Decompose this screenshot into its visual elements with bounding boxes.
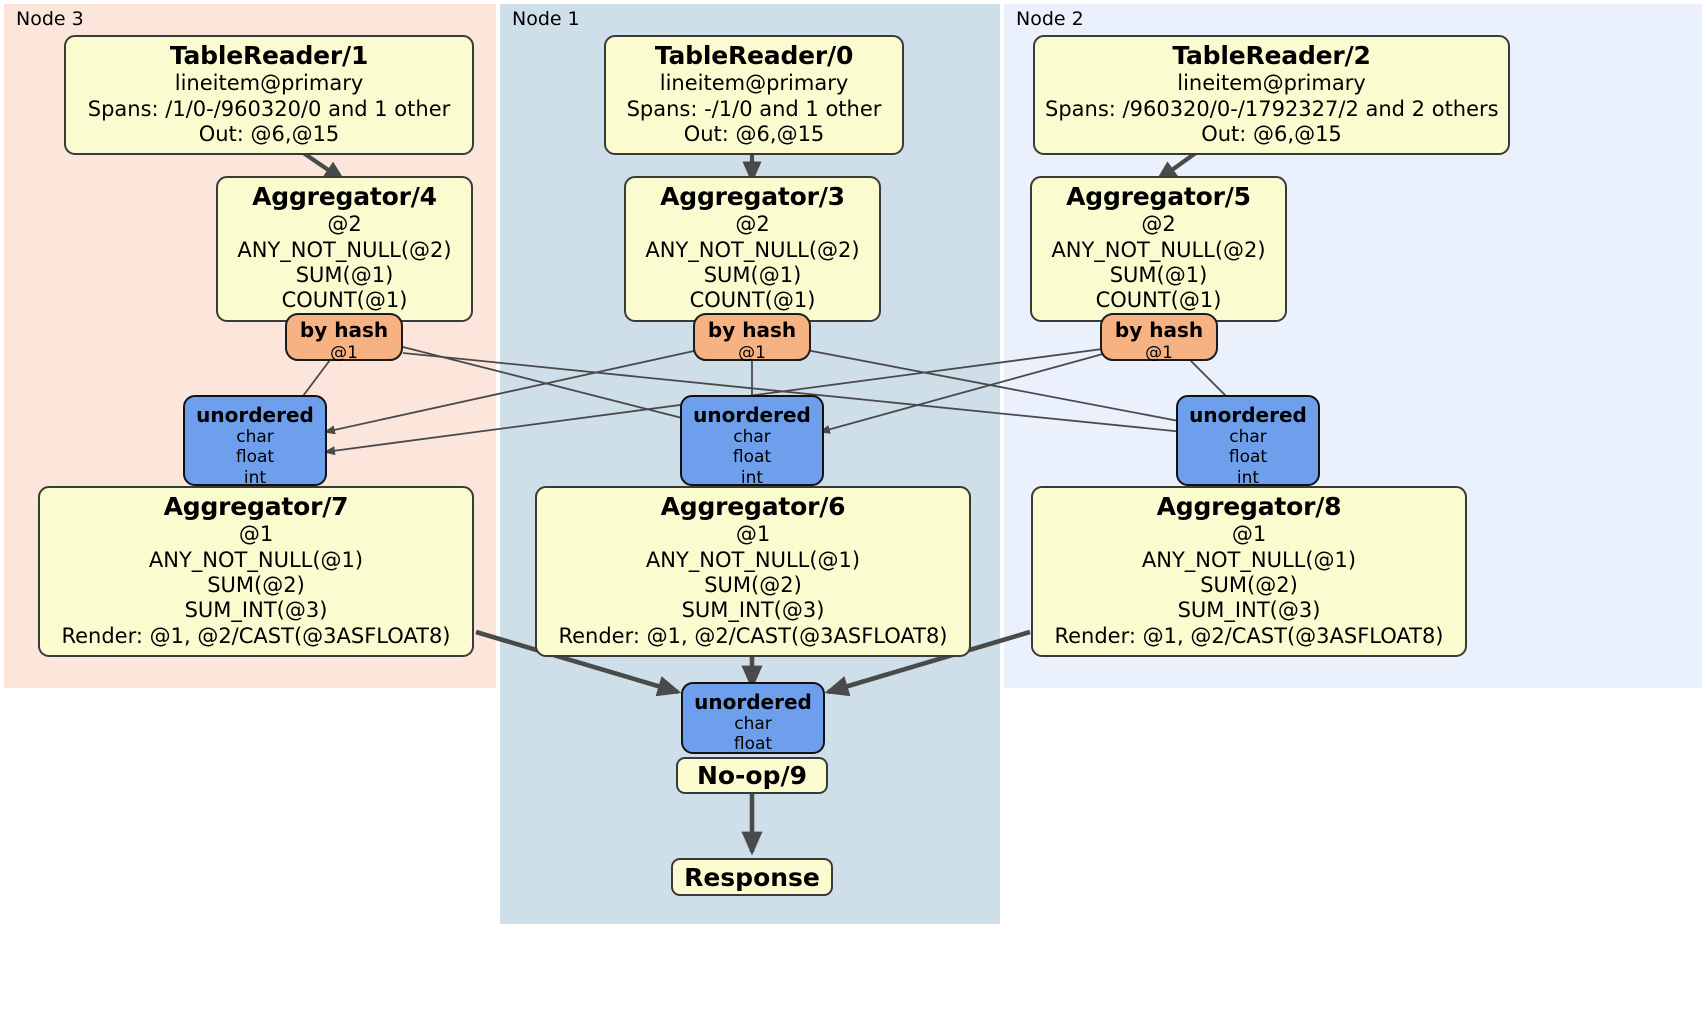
aggregator-6-line-0: @1 xyxy=(735,522,771,547)
aggregator-5-line-1: ANY_NOT_NULL(@2) xyxy=(1051,237,1266,262)
by-hash-left-line-0: @1 xyxy=(330,342,358,363)
tablereader-0-title: TableReader/0 xyxy=(654,41,854,70)
aggregator-4-line-3: COUNT(@1) xyxy=(281,288,408,313)
synchronizer-unordered-left[interactable]: unordered char float int xyxy=(183,395,327,488)
tablereader-2-line-2: Out: @6,@15 xyxy=(1201,122,1342,147)
processor-aggregator-4[interactable]: Aggregator/4 @2 ANY_NOT_NULL(@2) SUM(@1)… xyxy=(216,176,473,322)
router-by-hash-center[interactable]: by hash @1 xyxy=(693,313,811,363)
tablereader-0-line-2: Out: @6,@15 xyxy=(683,122,825,147)
processor-tablereader-0[interactable]: TableReader/0 lineitem@primary Spans: -/… xyxy=(604,35,904,156)
aggregator-4-line-2: SUM(@1) xyxy=(295,263,394,288)
unordered-right-line-0: char xyxy=(1229,427,1267,447)
processor-tablereader-2[interactable]: TableReader/2 lineitem@primary Spans: /9… xyxy=(1033,35,1510,156)
aggregator-8-line-2: SUM(@2) xyxy=(1200,573,1298,598)
aggregator-3-line-1: ANY_NOT_NULL(@2) xyxy=(645,237,860,262)
processor-aggregator-7[interactable]: Aggregator/7 @1 ANY_NOT_NULL(@1) SUM(@2)… xyxy=(38,486,474,658)
unordered-left-line-2: int xyxy=(243,467,267,488)
aggregator-8-line-3: SUM_INT(@3) xyxy=(1177,598,1321,623)
router-by-hash-left[interactable]: by hash @1 xyxy=(285,313,403,363)
aggregator-6-line-1: ANY_NOT_NULL(@1) xyxy=(645,547,861,572)
unordered-center-line-0: char xyxy=(733,427,771,447)
unordered-center-line-1: float xyxy=(732,447,772,468)
tablereader-0-line-0: lineitem@primary xyxy=(659,71,849,96)
aggregator-8-line-1: ANY_NOT_NULL(@1) xyxy=(1141,547,1357,572)
tablereader-1-line-0: lineitem@primary xyxy=(174,71,364,96)
processor-aggregator-5[interactable]: Aggregator/5 @2 ANY_NOT_NULL(@2) SUM(@1)… xyxy=(1030,176,1287,322)
response-title: Response xyxy=(684,862,820,892)
unordered-right-line-1: float xyxy=(1228,447,1268,468)
aggregator-6-line-3: SUM_INT(@3) xyxy=(681,598,825,623)
unordered-final-title: unordered xyxy=(694,690,812,714)
aggregator-3-line-0: @2 xyxy=(735,212,770,237)
tablereader-2-line-1: Spans: /960320/0-/1792327/2 and 2 others xyxy=(1045,96,1499,121)
region-label-node-2: Node 2 xyxy=(1016,8,1084,30)
processor-aggregator-6[interactable]: Aggregator/6 @1 ANY_NOT_NULL(@1) SUM(@2)… xyxy=(535,486,971,658)
processor-noop-9[interactable]: No-op/9 xyxy=(676,757,828,794)
aggregator-4-line-0: @2 xyxy=(327,212,362,237)
by-hash-center-line-0: @1 xyxy=(738,342,766,363)
aggregator-4-title: Aggregator/4 xyxy=(252,182,437,211)
by-hash-right-line-0: @1 xyxy=(1145,342,1173,363)
aggregator-6-title: Aggregator/6 xyxy=(660,492,846,521)
unordered-right-title: unordered xyxy=(1189,403,1307,427)
unordered-right-line-2: int xyxy=(1236,467,1260,488)
aggregator-4-line-1: ANY_NOT_NULL(@2) xyxy=(237,237,452,262)
aggregator-7-line-2: SUM(@2) xyxy=(207,573,305,598)
processor-response[interactable]: Response xyxy=(671,858,833,896)
region-label-node-3: Node 3 xyxy=(16,8,84,30)
processor-tablereader-1[interactable]: TableReader/1 lineitem@primary Spans: /1… xyxy=(64,35,474,156)
unordered-left-line-1: float xyxy=(235,447,275,468)
unordered-final-line-0: char xyxy=(734,714,772,734)
unordered-final-line-1: float xyxy=(733,734,773,755)
unordered-left-title: unordered xyxy=(196,403,314,427)
unordered-left-line-0: char xyxy=(236,427,274,447)
aggregator-8-line-0: @1 xyxy=(1231,522,1267,547)
unordered-center-title: unordered xyxy=(693,403,811,427)
aggregator-7-line-4: Render: @1, @2/CAST(@3ASFLOAT8) xyxy=(61,623,451,648)
aggregator-6-line-4: Render: @1, @2/CAST(@3ASFLOAT8) xyxy=(558,623,948,648)
aggregator-5-line-0: @2 xyxy=(1141,212,1176,237)
aggregator-3-line-2: SUM(@1) xyxy=(703,263,802,288)
aggregator-8-line-4: Render: @1, @2/CAST(@3ASFLOAT8) xyxy=(1054,623,1444,648)
synchronizer-unordered-right[interactable]: unordered char float int xyxy=(1176,395,1320,488)
router-by-hash-right[interactable]: by hash @1 xyxy=(1100,313,1218,363)
tablereader-1-title: TableReader/1 xyxy=(169,41,369,70)
by-hash-right-title: by hash xyxy=(1114,318,1204,342)
unordered-center-line-2: int xyxy=(740,467,764,488)
aggregator-7-title: Aggregator/7 xyxy=(163,492,349,521)
tablereader-1-line-1: Spans: /1/0-/960320/0 and 1 other xyxy=(87,96,451,121)
processor-aggregator-8[interactable]: Aggregator/8 @1 ANY_NOT_NULL(@1) SUM(@2)… xyxy=(1031,486,1467,658)
aggregator-8-title: Aggregator/8 xyxy=(1156,492,1342,521)
noop-9-title: No-op/9 xyxy=(696,761,808,790)
tablereader-1-line-2: Out: @6,@15 xyxy=(198,122,340,147)
aggregator-3-line-3: COUNT(@1) xyxy=(689,288,816,313)
by-hash-left-title: by hash xyxy=(299,318,389,342)
aggregator-7-line-1: ANY_NOT_NULL(@1) xyxy=(148,547,364,572)
aggregator-7-line-0: @1 xyxy=(238,522,274,547)
aggregator-7-line-3: SUM_INT(@3) xyxy=(184,598,328,623)
synchronizer-unordered-final[interactable]: unordered char float xyxy=(681,682,825,754)
by-hash-center-title: by hash xyxy=(707,318,797,342)
tablereader-0-line-1: Spans: -/1/0 and 1 other xyxy=(626,96,882,121)
region-label-node-1: Node 1 xyxy=(512,8,580,30)
aggregator-5-title: Aggregator/5 xyxy=(1066,182,1251,211)
tablereader-2-line-0: lineitem@primary xyxy=(1177,71,1366,96)
tablereader-2-title: TableReader/2 xyxy=(1172,41,1371,70)
synchronizer-unordered-center[interactable]: unordered char float int xyxy=(680,395,824,488)
processor-aggregator-3[interactable]: Aggregator/3 @2 ANY_NOT_NULL(@2) SUM(@1)… xyxy=(624,176,881,322)
aggregator-6-line-2: SUM(@2) xyxy=(704,573,802,598)
aggregator-3-title: Aggregator/3 xyxy=(660,182,845,211)
aggregator-5-line-3: COUNT(@1) xyxy=(1095,288,1222,313)
aggregator-5-line-2: SUM(@1) xyxy=(1109,263,1208,288)
